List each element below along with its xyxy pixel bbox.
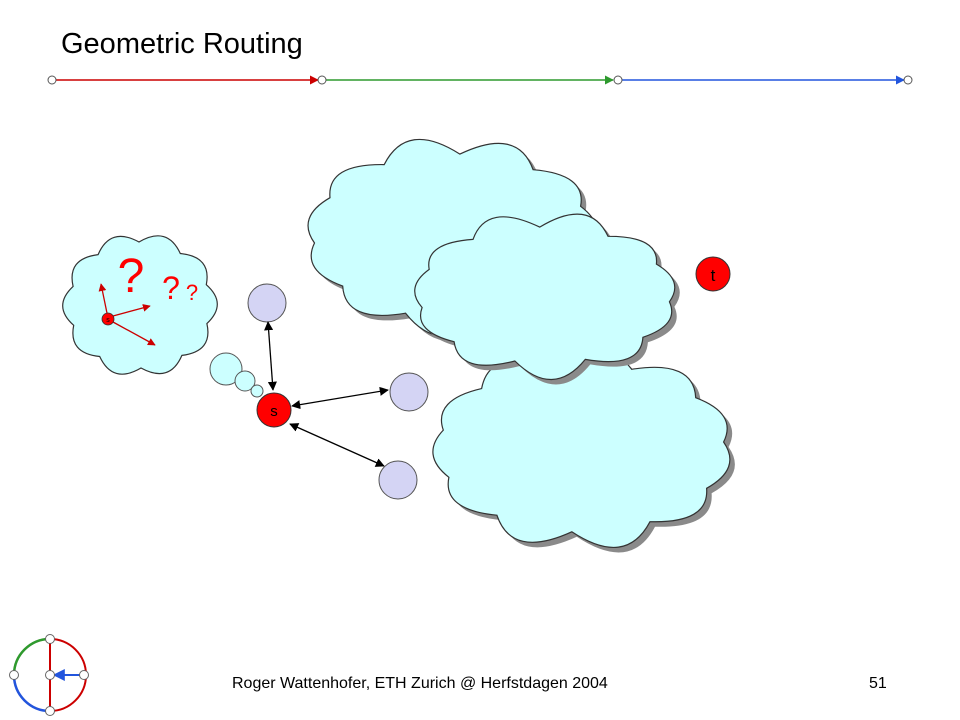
question-mark-medium: ? <box>162 270 180 306</box>
question-mark-large: ? <box>118 250 145 303</box>
question-mark-small: ? <box>186 280 198 305</box>
slide-footer: Roger Wattenhofer, ETH Zurich @ Herfstda… <box>232 675 608 692</box>
geometric-routing-logo-icon <box>9 634 89 716</box>
node-neighbor-middle <box>389 372 429 412</box>
target-node: t <box>695 256 731 292</box>
edges <box>264 321 389 467</box>
source-node-label: s <box>270 403 278 420</box>
node-neighbor-bottom <box>378 460 418 500</box>
cloud-bottom <box>432 345 735 553</box>
thought-cloud <box>62 235 218 375</box>
thought-content: s ? ? ? <box>98 250 198 346</box>
target-node-label: t <box>711 266 716 285</box>
thought-bubbles <box>209 352 264 398</box>
page-number: 51 <box>869 675 887 692</box>
thought-source-node <box>101 312 115 326</box>
source-node: s <box>256 392 292 428</box>
clouds <box>62 138 735 553</box>
thought-source-label: s <box>106 317 110 324</box>
title-underline <box>47 75 913 85</box>
node-unknown-top-left <box>247 283 287 323</box>
slide-title: Geometric Routing <box>61 28 303 60</box>
cloud-middle <box>414 213 680 385</box>
